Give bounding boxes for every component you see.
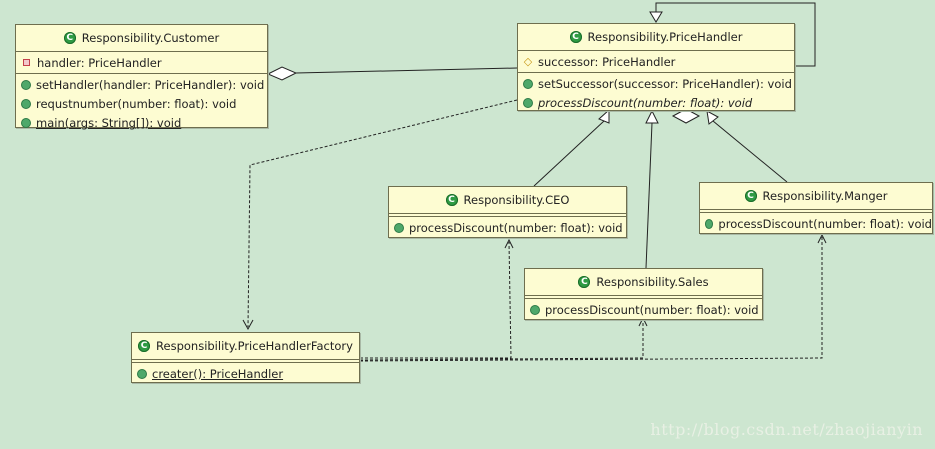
operations-section: setSuccessor(successor: PriceHandler): v… bbox=[518, 73, 794, 113]
factory-class[interactable]: C Responsibility.PriceHandlerFactory cre… bbox=[131, 332, 360, 383]
operation-text: setSuccessor(successor: PriceHandler): v… bbox=[538, 76, 792, 91]
public-member-icon bbox=[21, 79, 31, 90]
operation-text: processDiscount(number: float): void bbox=[538, 95, 753, 110]
sales-class[interactable]: C Responsibility.Sales processDiscount(n… bbox=[524, 268, 763, 320]
operations-section: creater(): PriceHandler bbox=[132, 363, 359, 384]
public-member-icon bbox=[21, 98, 31, 109]
attributes-section: ◇ successor: PriceHandler bbox=[518, 51, 794, 73]
manger-class[interactable]: C Responsibility.Manger processDiscount(… bbox=[699, 182, 933, 234]
attribute-row[interactable]: handler: PriceHandler bbox=[16, 53, 267, 72]
class-c-icon: C bbox=[569, 31, 582, 43]
class-c-icon: C bbox=[138, 340, 151, 352]
class-name: Responsibility.CEO bbox=[463, 193, 570, 207]
attribute-row[interactable]: ◇ successor: PriceHandler bbox=[518, 52, 794, 71]
attributes-section bbox=[132, 360, 359, 363]
attribute-text: successor: PriceHandler bbox=[538, 54, 676, 69]
public-member-icon bbox=[21, 117, 31, 128]
public-member-icon bbox=[523, 97, 533, 108]
self-association-arrowhead bbox=[649, 11, 663, 23]
operation-text: processDiscount(number: float): void bbox=[409, 220, 623, 235]
ceo-generalization bbox=[533, 120, 605, 187]
attributes-section bbox=[525, 296, 762, 299]
ceo-class[interactable]: C Responsibility.CEO processDiscount(num… bbox=[388, 186, 627, 238]
operation-row[interactable]: setSuccessor(successor: PriceHandler): v… bbox=[518, 74, 794, 93]
class-c-icon: C bbox=[445, 194, 458, 206]
factory-ceo-arrowhead bbox=[504, 238, 514, 249]
sales-generalization-arrowhead bbox=[645, 109, 659, 124]
factory-dependency-arrowhead bbox=[242, 319, 254, 331]
operation-row[interactable]: processDiscount(number: float): void bbox=[525, 300, 762, 319]
class-name: Responsibility.PriceHandler bbox=[587, 30, 743, 44]
class-name: Responsibility.PriceHandlerFactory bbox=[156, 339, 353, 353]
class-header: C Responsibility.PriceHandler bbox=[518, 24, 794, 51]
operation-row[interactable]: requstnumber(number: float): void bbox=[16, 94, 267, 113]
public-member-icon bbox=[705, 218, 714, 229]
factory-manger-arrowhead bbox=[817, 233, 827, 244]
class-name: Responsibility.Sales bbox=[596, 275, 709, 289]
customer-class[interactable]: C Responsibility.Customer handler: Price… bbox=[15, 24, 268, 130]
class-header: C Responsibility.Customer bbox=[16, 25, 267, 52]
private-member-icon bbox=[23, 59, 30, 66]
class-header: C Responsibility.Sales bbox=[525, 269, 762, 296]
class-c-icon: C bbox=[578, 276, 591, 288]
manger-generalization bbox=[712, 120, 788, 183]
class-c-icon: C bbox=[63, 32, 76, 44]
factory-dependency bbox=[247, 99, 518, 328]
operations-section: processDiscount(number: float): void bbox=[700, 213, 932, 233]
aggregation-diamond-handler bbox=[671, 108, 701, 124]
operation-row[interactable]: processDiscount(number: float): void bbox=[518, 93, 794, 112]
class-header: C Responsibility.Manger bbox=[700, 183, 932, 210]
attributes-section bbox=[700, 210, 932, 213]
public-member-icon bbox=[394, 222, 404, 233]
factory-manger-dependency bbox=[359, 236, 823, 362]
operation-row[interactable]: processDiscount(number: float): void bbox=[700, 214, 932, 233]
class-header: C Responsibility.CEO bbox=[389, 187, 626, 214]
factory-sales-dependency bbox=[359, 320, 644, 361]
operation-text: requstnumber(number: float): void bbox=[36, 96, 237, 111]
public-member-icon bbox=[530, 304, 540, 315]
price-handler-class[interactable]: C Responsibility.PriceHandler ◇ successo… bbox=[517, 23, 795, 111]
public-member-icon bbox=[137, 368, 147, 379]
operation-text: processDiscount(number: float): void bbox=[545, 302, 759, 317]
factory-ceo-dependency bbox=[360, 241, 512, 359]
operation-row[interactable]: main(args: String[]): void bbox=[16, 113, 267, 132]
operation-text: creater(): PriceHandler bbox=[152, 366, 284, 381]
operation-text: main(args: String[]): void bbox=[36, 115, 182, 130]
operation-text: setHandler(handler: PriceHandler): void bbox=[36, 77, 265, 92]
attributes-section: handler: PriceHandler bbox=[16, 52, 267, 74]
class-name: Responsibility.Customer bbox=[81, 31, 220, 45]
operation-text: processDiscount(number: float): void bbox=[718, 216, 932, 231]
successor-self-association bbox=[655, 2, 816, 67]
attribute-text: handler: PriceHandler bbox=[37, 55, 162, 70]
operation-row[interactable]: setHandler(handler: PriceHandler): void bbox=[16, 75, 267, 94]
class-c-icon: C bbox=[744, 190, 757, 202]
manger-generalization-arrowhead bbox=[706, 110, 719, 125]
operations-section: processDiscount(number: float): void bbox=[525, 299, 762, 320]
customer-handler-aggregation bbox=[295, 67, 518, 74]
class-name: Responsibility.Manger bbox=[762, 189, 888, 203]
sales-generalization bbox=[645, 122, 653, 269]
aggregation-diamond-customer bbox=[266, 66, 298, 81]
class-header: C Responsibility.PriceHandlerFactory bbox=[132, 333, 359, 360]
public-member-icon bbox=[523, 78, 533, 89]
operations-section: processDiscount(number: float): void bbox=[389, 217, 626, 238]
operation-row[interactable]: processDiscount(number: float): void bbox=[389, 218, 626, 237]
operation-row[interactable]: creater(): PriceHandler bbox=[132, 364, 359, 383]
ceo-generalization-arrowhead bbox=[598, 108, 610, 124]
watermark-url: http://blog.csdn.net/zhaojianyin bbox=[650, 420, 923, 439]
protected-member-icon: ◇ bbox=[523, 55, 533, 68]
operations-section: setHandler(handler: PriceHandler): void … bbox=[16, 74, 267, 133]
attributes-section bbox=[389, 214, 626, 217]
